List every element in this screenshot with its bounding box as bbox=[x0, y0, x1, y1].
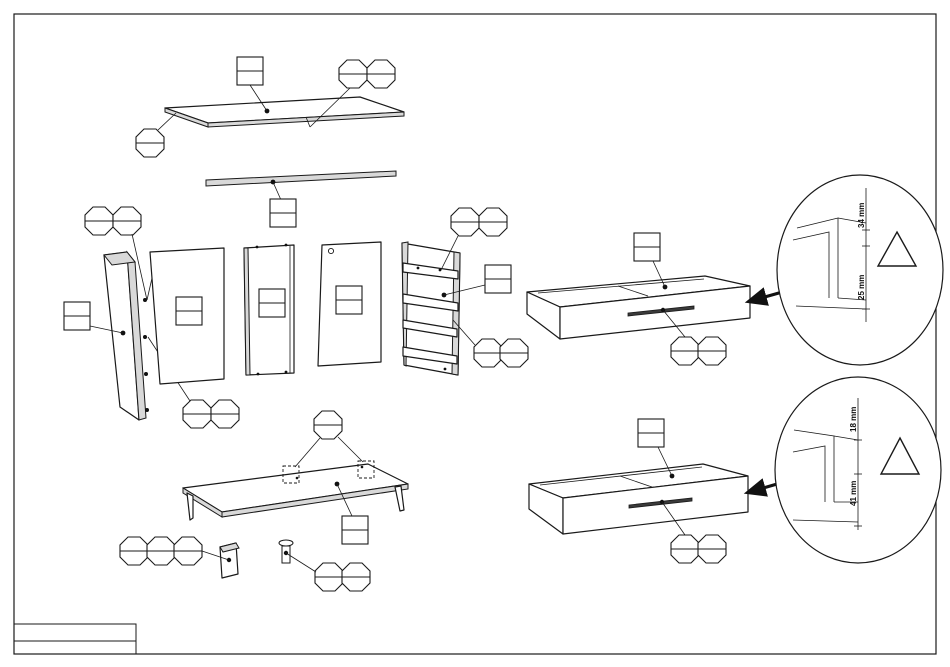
left-panel-fitting-octagon-pair-lower bbox=[183, 400, 239, 428]
lower-drawer-fitting-octagon-pair bbox=[671, 535, 726, 563]
top-panel bbox=[165, 97, 404, 127]
upper-drawer-fitting-octagon-pair bbox=[671, 337, 726, 365]
left-panel-fitting-octagon-pair bbox=[85, 207, 141, 235]
lower-drawer bbox=[529, 464, 748, 534]
ladder-fitting-octagon-pair-bottom bbox=[474, 339, 528, 367]
lower-dimension-bottom: 41 mm bbox=[849, 481, 858, 506]
furniture-leg bbox=[220, 543, 239, 578]
title-block bbox=[14, 624, 136, 654]
ladder-fitting-octagon-pair-top bbox=[451, 208, 507, 236]
top-panel-part-box bbox=[237, 57, 263, 85]
left-panel-part-box bbox=[64, 302, 90, 330]
center-divider-part-box bbox=[259, 289, 285, 317]
base-part-box bbox=[342, 516, 368, 544]
door-panel-part-box bbox=[336, 286, 362, 314]
top-panel-fitting-octagon-pair bbox=[339, 60, 395, 88]
upper-dimension-top: 34 mm bbox=[857, 203, 866, 228]
base-fitting-octagon bbox=[314, 411, 342, 439]
lower-dimension-top: 18 mm bbox=[849, 407, 858, 432]
leg-fitting-octagon-triple bbox=[120, 537, 202, 565]
cam-bolt bbox=[279, 540, 293, 563]
left-side-panel bbox=[104, 252, 149, 420]
back-rail-part-box bbox=[270, 199, 296, 227]
back-rail bbox=[206, 171, 396, 186]
bolt-fitting-octagon-pair bbox=[315, 563, 370, 591]
upper-dimension-bottom: 25 mm bbox=[857, 275, 866, 300]
ladder-part-box bbox=[485, 265, 511, 293]
top-panel-fitting-octagon-left bbox=[136, 129, 164, 157]
upper-drawer bbox=[527, 276, 750, 339]
ladder-frame bbox=[402, 242, 460, 375]
lower-drawer-part-box bbox=[638, 419, 664, 447]
upper-drawer-part-box bbox=[634, 233, 660, 261]
back-panel-part-box bbox=[176, 297, 202, 325]
